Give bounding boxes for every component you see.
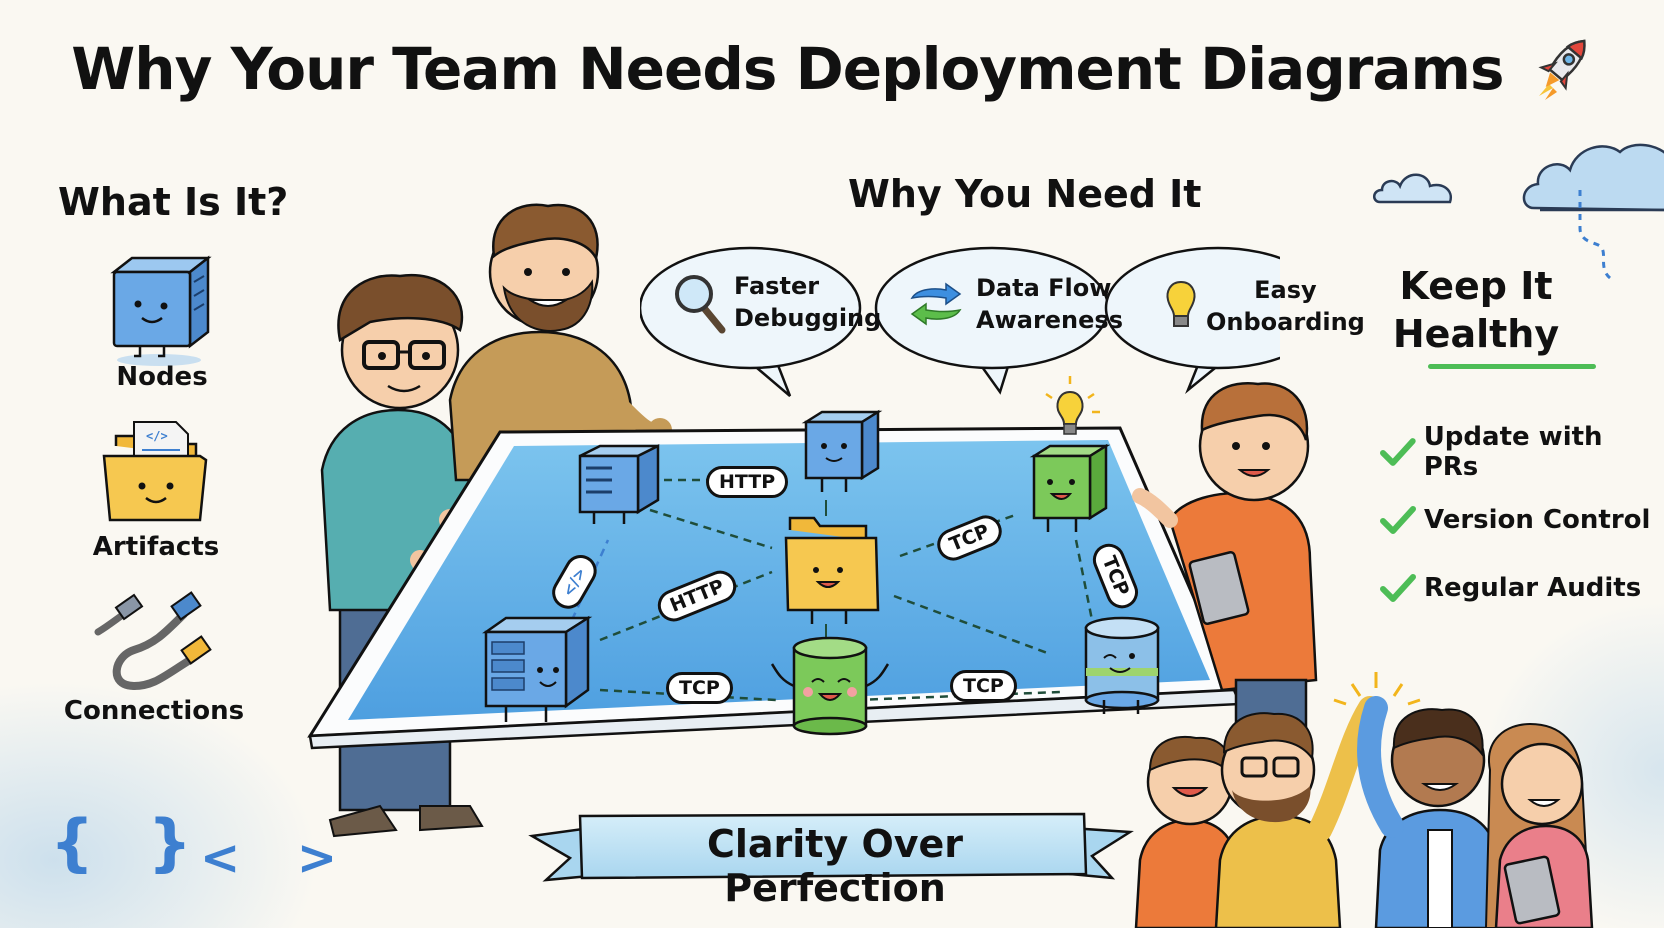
cube-node-green-lightbulb <box>1029 376 1111 532</box>
bubble-faster-debugging: Faster Debugging <box>734 270 881 334</box>
concept-label-connections: Connections <box>63 696 245 726</box>
bubble-line: Debugging <box>734 304 882 332</box>
folder-artifact-center <box>784 516 880 624</box>
cloud-network-icon <box>1522 143 1664 280</box>
bubble-data-flow-awareness: Data Flow Awareness <box>976 272 1123 336</box>
svg-text:</>: </> <box>146 429 168 443</box>
check-icon <box>1380 438 1416 466</box>
checklist-item: Version Control <box>1380 486 1664 554</box>
concept-label-nodes: Nodes <box>116 362 208 392</box>
connection-label-tcp-bottom-left: TCP <box>666 672 733 704</box>
keep-title-line: Keep It <box>1399 264 1553 308</box>
folder-code-icon: </> <box>102 421 208 522</box>
keep-title-line: Healthy <box>1392 312 1560 356</box>
background-wash-left <box>0 680 320 928</box>
sync-arrows-icon <box>910 282 962 326</box>
cable-plugs-icon <box>94 591 212 690</box>
checklist-item-label: Version Control <box>1424 505 1651 535</box>
cylinder-node-green <box>770 636 890 736</box>
server-node-top-left <box>578 443 660 524</box>
bubble-line: Data Flow <box>976 274 1112 302</box>
checklist-item-label: Regular Audits <box>1424 573 1642 603</box>
banner-text: Clarity Over Perfection <box>706 822 964 910</box>
page-title-text: Why Your Team Needs Deployment Diagrams <box>71 35 1504 104</box>
connection-label-http-top: HTTP <box>706 466 789 498</box>
why-you-need-it-title: Why You Need It <box>848 172 1202 216</box>
person-orange-shirt-tablet <box>1132 382 1318 762</box>
server-cube-icon <box>110 255 212 366</box>
healthy-checklist: Update with PRs Version Control Regular … <box>1380 418 1664 622</box>
lightbulb-icon <box>1166 280 1196 327</box>
magnifier-icon <box>675 275 726 334</box>
bubble-line: Onboarding <box>1206 308 1365 336</box>
rocket-icon <box>1531 30 1593 116</box>
database-node-right <box>1084 616 1160 714</box>
checklist-item-label: Update with PRs <box>1423 422 1603 482</box>
connection-label-tcp-bottom-right: TCP <box>950 670 1017 702</box>
cloud-small-icon <box>1373 173 1453 204</box>
page-title: Why Your Team Needs Deployment Diagrams <box>0 30 1664 116</box>
check-icon <box>1380 506 1416 534</box>
speech-bubbles <box>640 246 1280 397</box>
bubble-easy-onboarding: Easy Onboarding <box>1206 274 1365 338</box>
check-icon <box>1380 574 1416 602</box>
checklist-item: Regular Audits <box>1380 554 1664 622</box>
concept-label-artifacts: Artifacts <box>92 532 220 562</box>
checklist-item: Update with PRs <box>1380 418 1664 486</box>
server-node-bottom-left <box>482 615 593 722</box>
team-celebrating-group <box>1134 672 1594 928</box>
bubble-line: Awareness <box>976 306 1123 334</box>
bubble-line: Easy <box>1254 276 1317 304</box>
keep-it-healthy-title: Keep It Healthy <box>1376 262 1576 358</box>
curly-braces-icon: { } <box>50 806 208 879</box>
banner-ribbon <box>528 812 1134 882</box>
cube-node-top <box>801 409 883 492</box>
angle-brackets-icon: < > <box>200 830 358 886</box>
bubble-line: Faster <box>734 272 820 300</box>
what-is-it-title: What Is It? <box>58 180 289 224</box>
keep-title-underline <box>1428 364 1596 369</box>
